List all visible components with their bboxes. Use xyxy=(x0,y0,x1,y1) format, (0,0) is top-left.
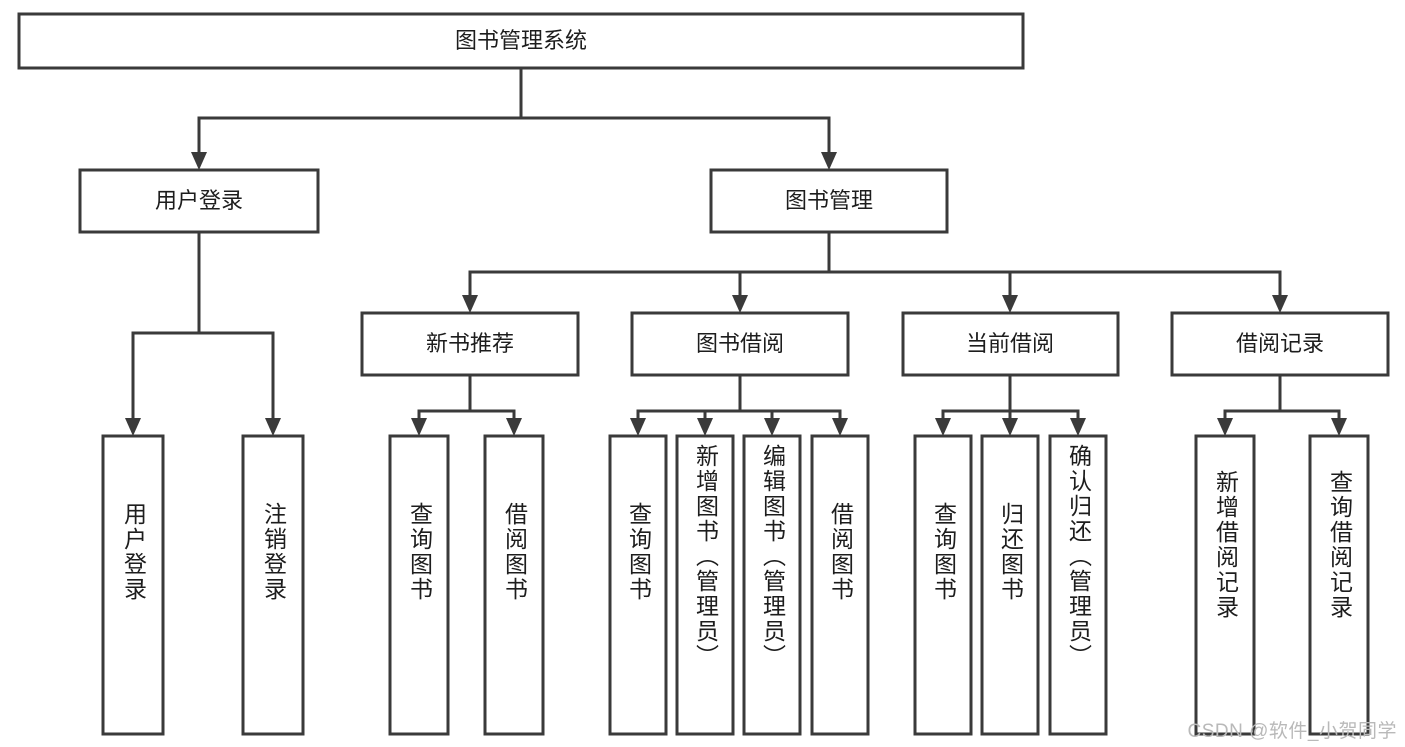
csdn-watermark: CSDN @软件_小贺同学 xyxy=(1187,721,1397,742)
connector-borrow-records-to-children xyxy=(1223,373,1341,420)
node-book-borrow-label: 图书借阅 xyxy=(696,331,784,356)
node-book-management-label: 图书管理 xyxy=(785,188,873,213)
node-borrow-edit-book[interactable] xyxy=(742,434,802,736)
node-borrow-records-label: 借阅记录 xyxy=(1236,331,1324,356)
node-user-logout-action[interactable] xyxy=(241,434,305,736)
node-records-query[interactable] xyxy=(1308,434,1370,736)
node-borrow-borrow-book[interactable] xyxy=(810,434,870,736)
node-borrow-records[interactable] xyxy=(1170,311,1390,377)
connector-root-to-level1 xyxy=(197,66,831,154)
node-current-confirm-return[interactable] xyxy=(1048,434,1108,736)
node-book-borrow[interactable] xyxy=(630,311,850,377)
node-records-add[interactable] xyxy=(1194,434,1256,736)
connector-book-borrow-to-children xyxy=(636,373,842,420)
node-current-borrow[interactable] xyxy=(901,311,1120,377)
node-current-query-book[interactable] xyxy=(913,434,973,736)
node-root[interactable] xyxy=(17,12,1025,70)
node-current-borrow-label: 当前借阅 xyxy=(966,331,1054,356)
arrow-heads xyxy=(125,152,1347,436)
node-borrow-add-book[interactable] xyxy=(675,434,735,736)
node-current-return-book[interactable] xyxy=(980,434,1040,736)
connector-new-book-recommend-to-children xyxy=(417,373,516,420)
node-borrow-query-book[interactable] xyxy=(608,434,668,736)
node-user-login-action[interactable] xyxy=(101,434,165,736)
node-root-label: 图书管理系统 xyxy=(455,28,587,53)
node-recommend-borrow-book[interactable] xyxy=(483,434,545,736)
connector-current-borrow-to-children xyxy=(941,373,1080,420)
node-new-book-recommend-label: 新书推荐 xyxy=(426,331,514,356)
node-book-management[interactable] xyxy=(709,168,949,234)
node-user-login-label: 用户登录 xyxy=(155,188,243,213)
node-user-login[interactable] xyxy=(78,168,320,234)
node-recommend-query-book[interactable] xyxy=(388,434,450,736)
connector-user-login-to-children xyxy=(131,230,275,420)
node-new-book-recommend[interactable] xyxy=(360,311,580,377)
connector-book-management-to-level2 xyxy=(468,230,1282,297)
